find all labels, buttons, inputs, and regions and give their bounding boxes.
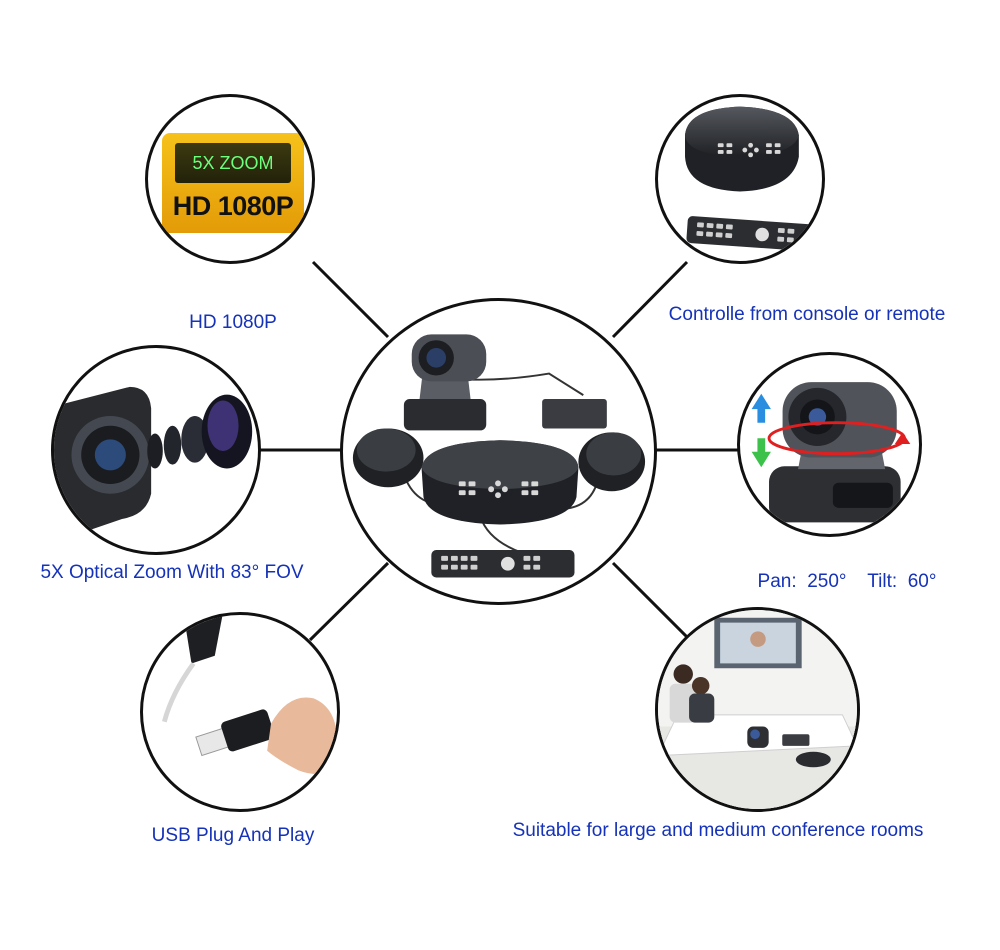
remote-control	[686, 216, 822, 253]
expansion-mic-left-grille	[356, 428, 416, 472]
main-speakerphone-keypad	[458, 480, 539, 499]
zoom-feature-circle	[51, 345, 261, 555]
lens-element-1	[147, 433, 163, 469]
lens-element-front-glass	[207, 400, 239, 451]
camera-lens-glass	[808, 408, 827, 426]
room-mic	[795, 751, 831, 768]
usb-feature-circle	[140, 612, 340, 812]
main-speakerphone-grille	[421, 440, 579, 490]
caption-zoom: 5X Optical Zoom With 83° FOV	[40, 562, 304, 583]
badge-zoom-label: 5X ZOOM	[175, 143, 291, 183]
lens-exploded-illustration	[54, 386, 253, 543]
usb-cable	[161, 662, 196, 723]
usb-plug-illustration	[161, 615, 337, 775]
lens-glass	[94, 439, 126, 471]
control-feature-circle	[655, 94, 825, 264]
conference-system-illustration	[352, 334, 646, 578]
attendee-2-body	[689, 693, 715, 723]
room-hub-box	[782, 734, 810, 746]
ptz-camera-pantilt-illustration	[751, 382, 911, 523]
hd-badge: 5X ZOOM HD 1080P	[162, 133, 304, 233]
connector-hd	[311, 260, 390, 339]
speakerphone-keypad	[717, 142, 781, 158]
speakerphone-remote-illustration	[685, 106, 822, 253]
lens-element-2	[163, 425, 182, 465]
room-feature-circle	[655, 607, 860, 812]
hand	[267, 697, 337, 775]
tilt-down-arrow	[751, 438, 771, 468]
caption-hd: HD 1080P	[189, 312, 277, 333]
ptz-camera-lens	[426, 348, 447, 368]
attendee-2	[691, 676, 710, 695]
connector-control	[611, 260, 689, 339]
screen-presenter	[750, 631, 766, 647]
camera-base-panel	[832, 482, 893, 508]
room-ptz-camera-lens	[750, 729, 760, 740]
center-remote-control	[431, 550, 575, 578]
connector-usb	[308, 561, 390, 642]
system-center-circle	[340, 298, 657, 605]
conference-room-illustration	[658, 610, 857, 809]
attendee-1	[673, 664, 693, 684]
lens-element-3	[181, 416, 209, 463]
tilt-up-arrow	[751, 393, 771, 423]
hub-box	[542, 399, 607, 429]
caption-pantilt: Pan: 250° Tilt: 60°	[757, 571, 937, 592]
expansion-mic-right-grille	[586, 432, 642, 476]
hd-feature-circle: 5X ZOOM HD 1080P	[145, 94, 315, 264]
caption-control: Controlle from console or remote	[668, 304, 946, 325]
speakerphone-grille	[685, 106, 799, 157]
caption-usb: USB Plug And Play	[151, 825, 315, 846]
device-corner	[183, 615, 223, 664]
caption-room: Suitable for large and medium conference…	[512, 820, 924, 841]
pantilt-feature-circle	[737, 352, 922, 537]
badge-resolution-label: HD 1080P	[172, 191, 294, 221]
usb-plug	[195, 709, 275, 757]
pan-arrow-head	[894, 432, 911, 445]
ptz-camera-base	[403, 399, 487, 431]
